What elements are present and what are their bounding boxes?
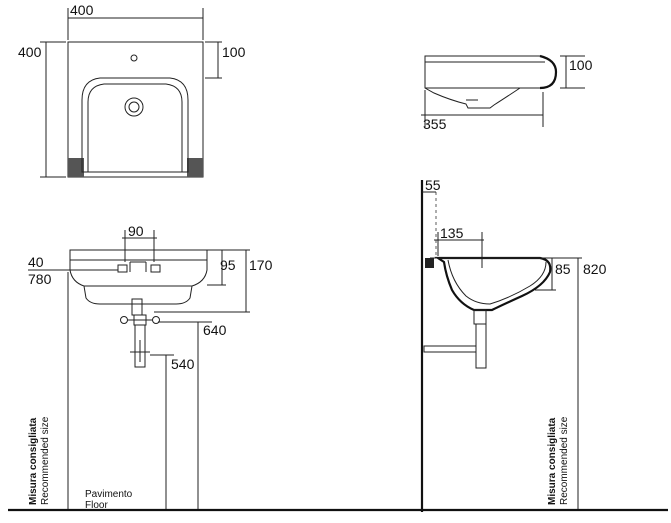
side-basin-profile (434, 256, 552, 312)
dim-tap-spacing: 90 (128, 223, 144, 239)
side-elevation: 55 135 85 820 Misura consigliata Recomme… (290, 177, 668, 512)
side-profile-outline (424, 55, 557, 109)
dim-side-85: 85 (555, 261, 571, 277)
front-trap (134, 324, 146, 368)
front-basin-body (69, 260, 208, 305)
floor-label-it: Pavimento (85, 489, 133, 500)
valve-left-icon (120, 316, 128, 324)
dim-front-170: 170 (249, 257, 273, 273)
dim-wall-55: 55 (425, 177, 441, 193)
front-basin-top (69, 249, 208, 261)
dim-side-top-depth: 355 (423, 116, 447, 132)
dim-bracket: 40 (28, 254, 44, 270)
tap-hole (130, 54, 138, 62)
dim-top-offset: 100 (222, 44, 246, 60)
dim-top-depth: 400 (18, 44, 42, 60)
side-trap (475, 323, 487, 369)
dim-side-projection: 135 (440, 225, 464, 241)
recommended-label-it-right: Misura consigliata (547, 417, 558, 505)
side-waste-pipe (423, 345, 477, 353)
top-view-bowl (81, 77, 189, 173)
dim-top-width: 400 (70, 2, 94, 18)
dim-side-height: 820 (583, 261, 607, 277)
drain-hole (124, 97, 144, 117)
front-elevation: 90 40 780 95 170 640 540 Pavimento Floor… (8, 223, 290, 512)
dim-front-trap: 540 (171, 356, 195, 372)
dim-front-waste: 640 (203, 322, 227, 338)
dim-front-95: 95 (220, 257, 236, 273)
top-side-view: 100 355 (421, 54, 593, 132)
dim-front-height: 780 (28, 271, 52, 287)
top-view: 400 400 100 (18, 2, 246, 178)
recommended-label-it-left: Misura consigliata (28, 417, 39, 505)
floor-label-en: Floor (85, 500, 108, 511)
recommended-label-en-left: Recommended size (40, 416, 51, 505)
dim-side-top-height: 100 (569, 57, 593, 73)
recommended-label-en-right: Recommended size (559, 416, 570, 505)
